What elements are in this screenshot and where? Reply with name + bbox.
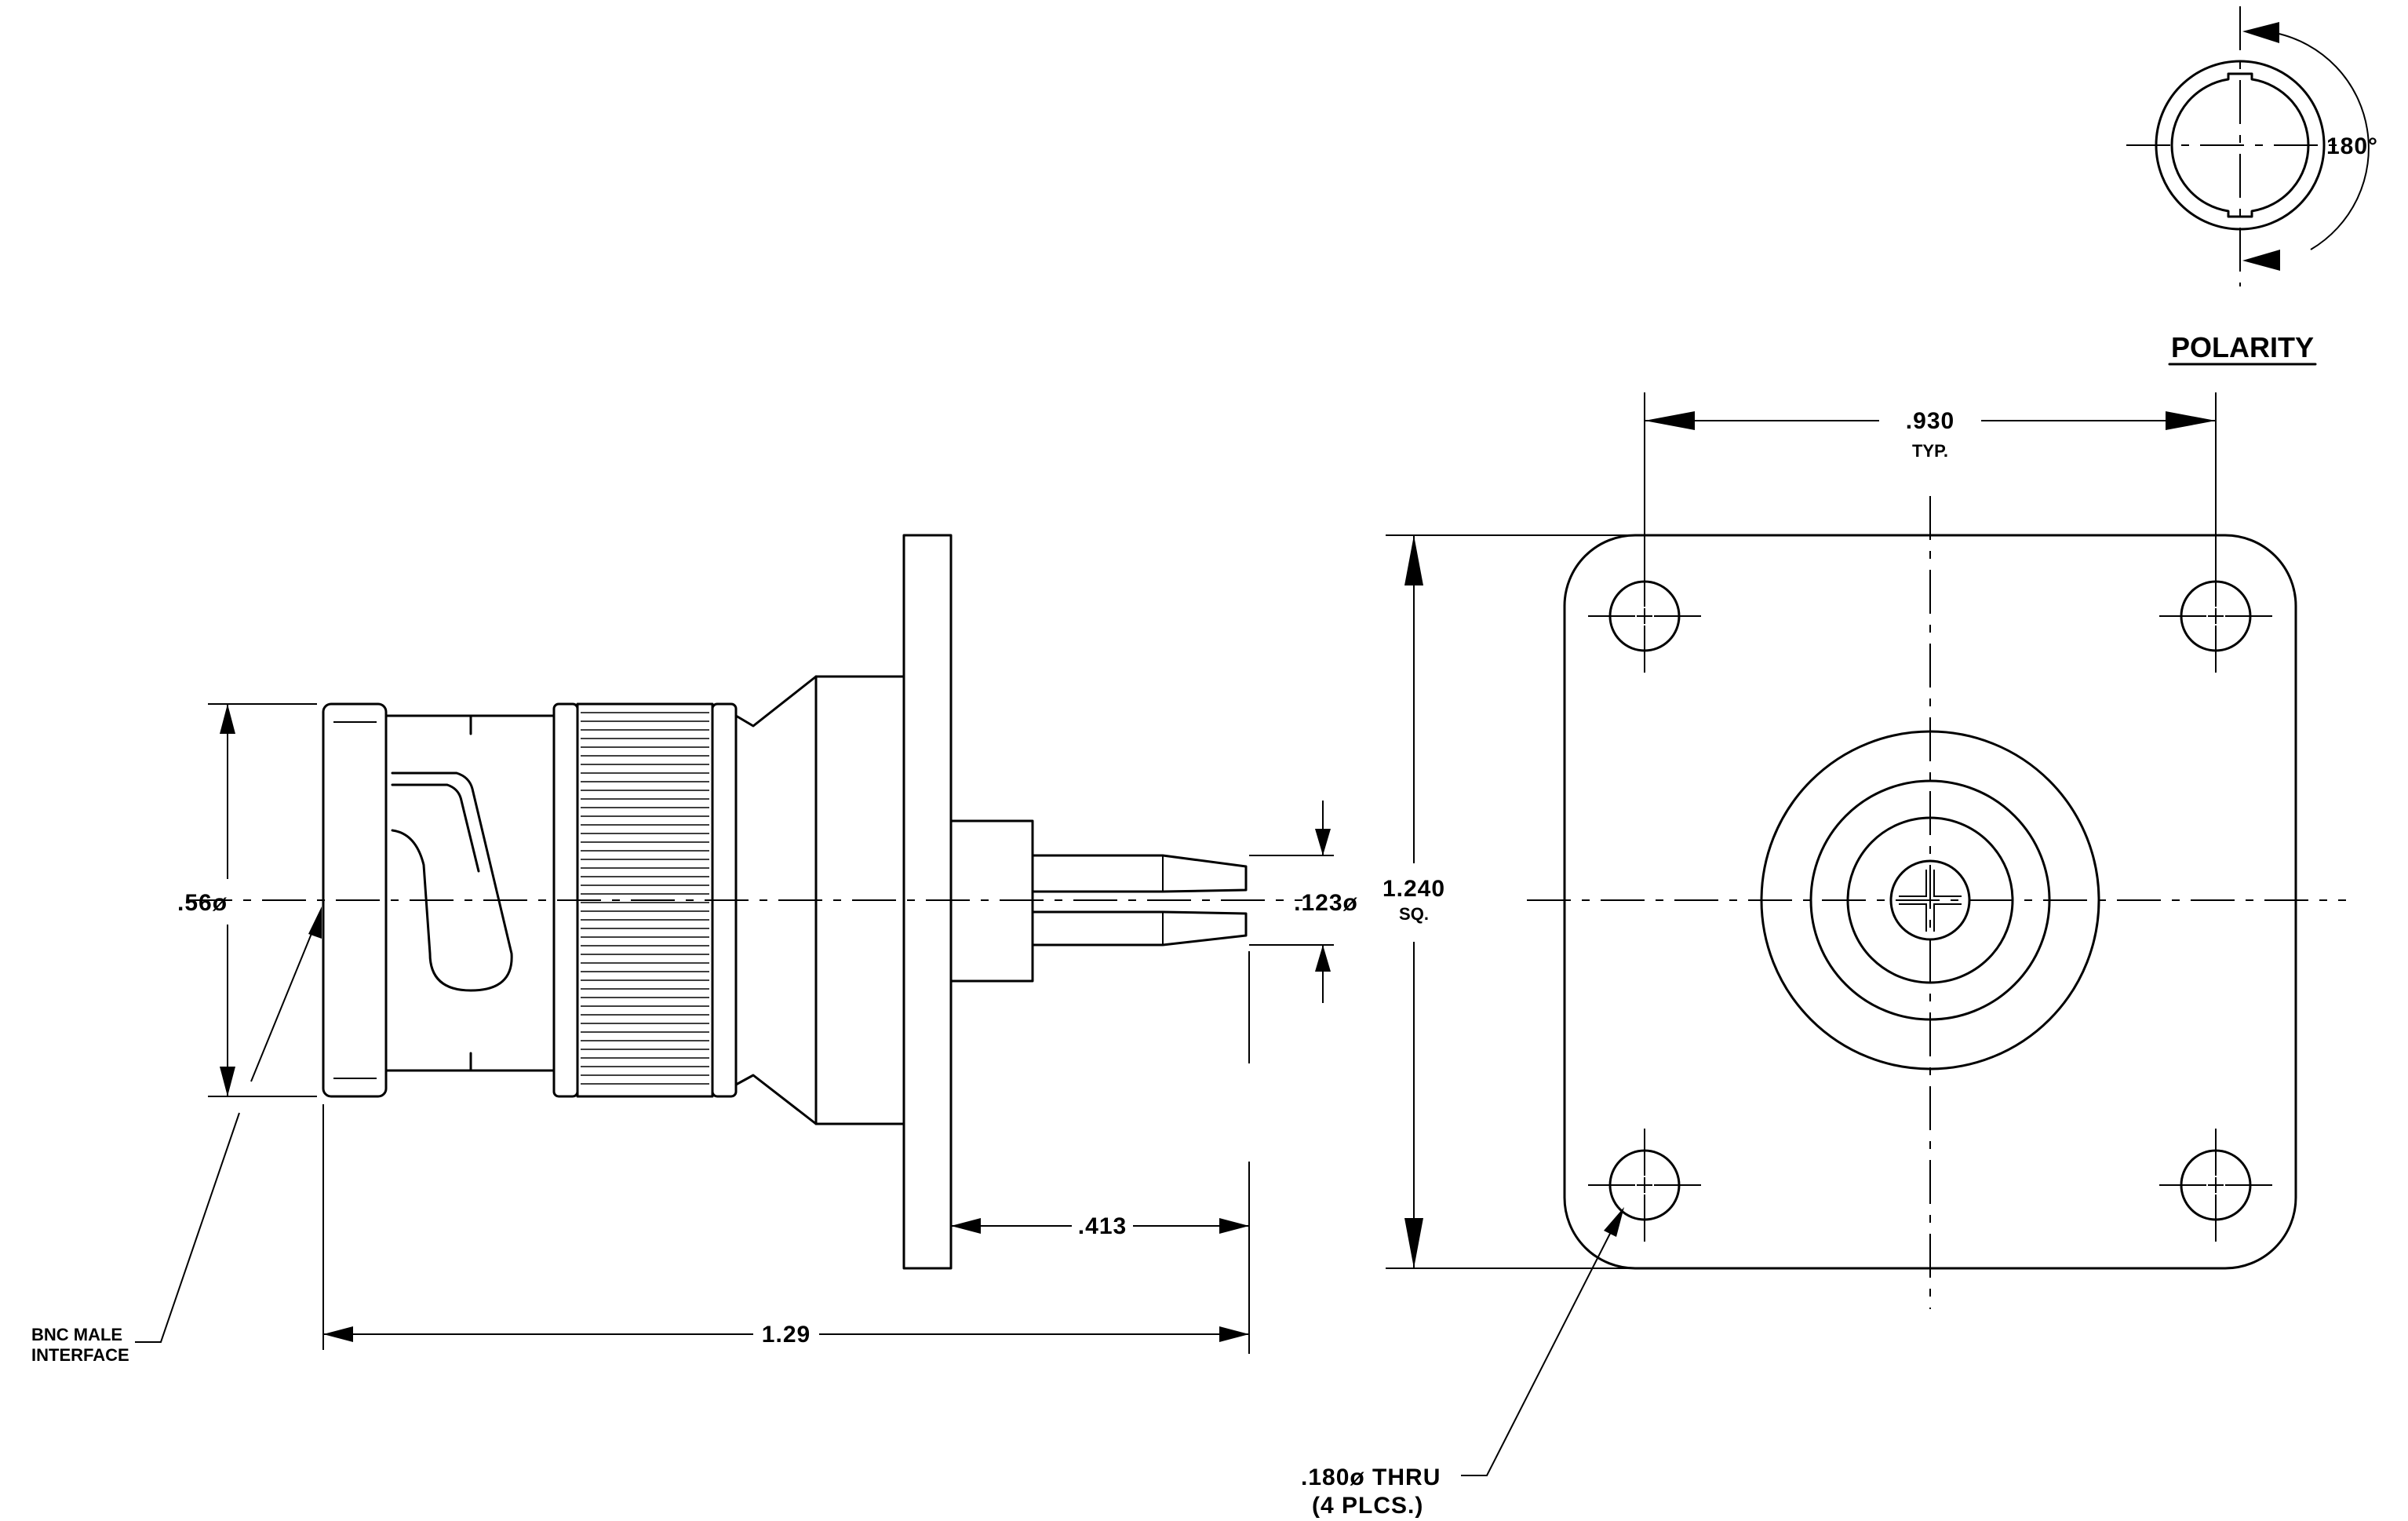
polarity-view: 180° POLARITY [2126, 6, 2378, 366]
middle-ring [1809, 779, 2051, 1021]
nut-lip-right [711, 702, 738, 1098]
interface-label-line1: BNC MALE [31, 1325, 122, 1344]
overall-length-label: 1.29 [762, 1322, 811, 1348]
insulator-ring [1846, 816, 2014, 984]
polarity-outer-ring [2155, 60, 2326, 231]
rear-hub [949, 819, 1034, 983]
center-contact [1889, 859, 1971, 941]
solder-pin [1031, 854, 1248, 893]
hole-spacing-label: .930 [1906, 408, 1954, 434]
mounting-hole [1588, 1129, 1701, 1242]
polarity-title: POLARITY [2171, 331, 2314, 363]
pin-length-label: .413 [1078, 1213, 1127, 1239]
mounting-hole [2159, 1129, 2272, 1242]
interface-label-line2: INTERFACE [31, 1345, 129, 1365]
bayonet-slot [391, 771, 513, 992]
outer-ring [1760, 730, 2100, 1071]
body-diameter-label: .56ø [177, 890, 228, 916]
square-flange [1563, 534, 2297, 1270]
side-view: .56ø .123ø .413 1.29 BNC MALE INTERFACE [31, 534, 1358, 1365]
body-taper [734, 675, 818, 1125]
flange-side [902, 534, 953, 1270]
hole-spacing-typ: TYP. [1912, 441, 1948, 461]
flange-size-sq: SQ. [1399, 904, 1429, 924]
knurl-pattern [581, 712, 709, 1085]
polarity-angle: 180° [2326, 133, 2378, 159]
front-view: .930 TYP. 1.240 SQ. .180ø THRU (4 PLCS.) [1301, 392, 2346, 1519]
hole-note-line1: .180ø THRU [1301, 1464, 1441, 1490]
pin-diameter-label: .123ø [1294, 890, 1358, 916]
polarity-keyed-ring [2170, 72, 2310, 218]
hole-note-line2: (4 PLCS.) [1312, 1493, 1423, 1519]
flange-size-label: 1.240 [1383, 876, 1445, 902]
